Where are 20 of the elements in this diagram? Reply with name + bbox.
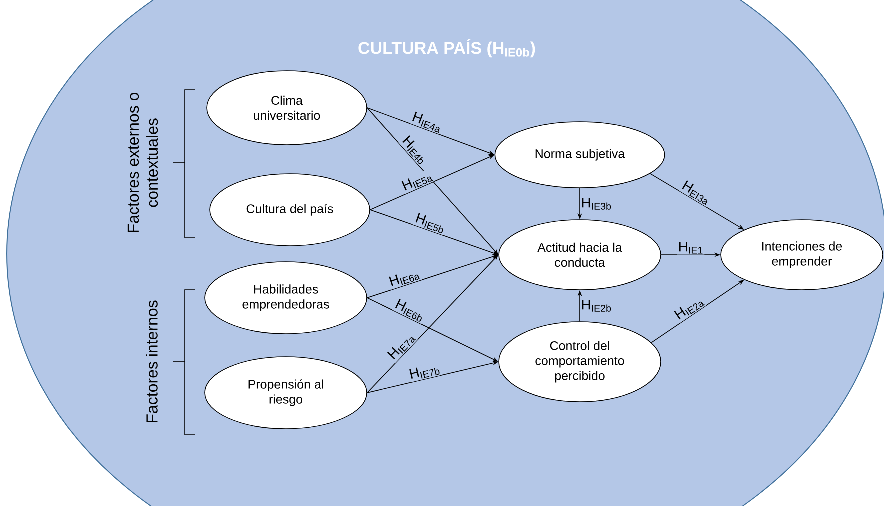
ellipse-node: Cultura del país bbox=[210, 174, 370, 246]
edge-label: H$_{IE1}$ bbox=[679, 242, 703, 254]
ellipse-node: Propensión al riesgo bbox=[204, 356, 368, 430]
ellipse-node: Intenciones de emprender bbox=[720, 220, 884, 290]
edge-label: H$_{IE2b}$ bbox=[582, 300, 612, 312]
ellipse-node: Control del comportamiento percibido bbox=[498, 322, 662, 402]
edge-label: H$_{IE6b}$ bbox=[396, 299, 422, 322]
edge-label: H$_{IE2a}$ bbox=[674, 302, 705, 320]
ellipse-node: Clima universitario bbox=[206, 70, 368, 146]
edge-label: H$_{IE3b}$ bbox=[582, 198, 612, 210]
edge-label: H$_{IE5a}$ bbox=[402, 176, 434, 191]
ellipse-node: Actitud hacia la conducta bbox=[498, 220, 662, 290]
ellipse-node: Norma subjetiva bbox=[494, 122, 666, 188]
group-label: Factores externos o contextuales bbox=[128, 93, 158, 232]
edge-label: H$_{IE7b}$ bbox=[410, 368, 440, 379]
edge-label: H$_{IE4a}$ bbox=[412, 112, 440, 134]
group-label: Factores internos bbox=[146, 300, 158, 422]
ellipse-node: Habilidades emprendedoras bbox=[204, 262, 368, 334]
edge-label: H$_{IE5b}$ bbox=[416, 213, 444, 234]
edge-label: H$_{IE6a}$ bbox=[389, 274, 420, 286]
